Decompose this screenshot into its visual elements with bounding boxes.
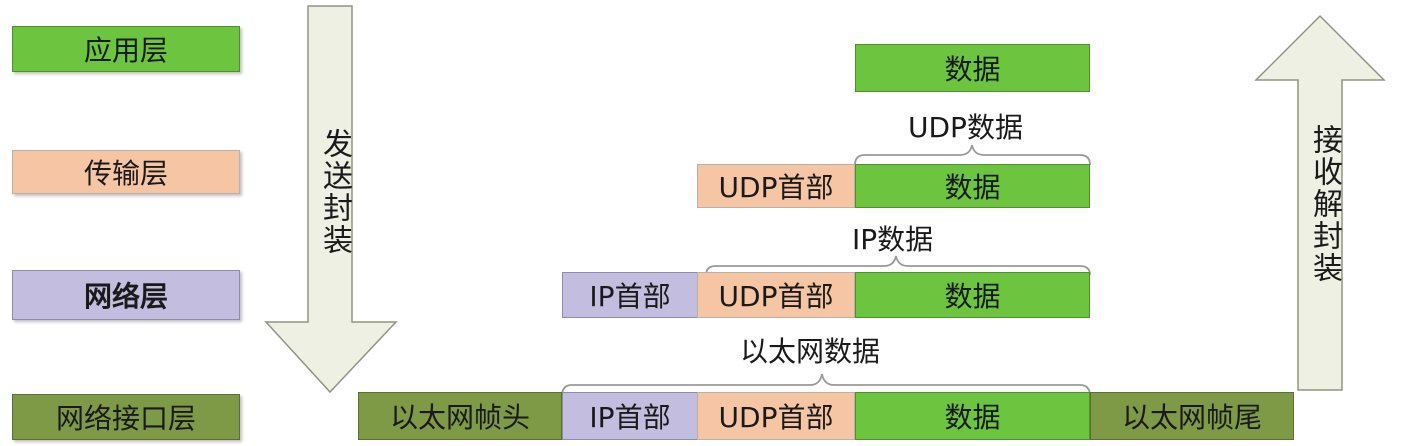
eth-data-label: 以太网数据: [740, 335, 881, 368]
link-ip-header-label: IP首部: [589, 401, 671, 434]
network-udp-header: UDP首部: [697, 272, 855, 318]
network-ip-header: IP首部: [562, 272, 698, 318]
eth-data-brace: [561, 373, 1091, 397]
ip-data-label: IP数据: [852, 223, 934, 256]
app-data-label: 数据: [944, 53, 1001, 86]
app-data-block: 数据: [855, 44, 1090, 92]
network-udp-header-label: UDP首部: [718, 280, 834, 313]
layer-network-label: 网络层: [83, 280, 168, 313]
transport-data-block: 数据: [855, 164, 1090, 208]
link-eth-trailer: 以太网帧尾: [1090, 392, 1294, 440]
layer-application-label: 应用层: [83, 34, 168, 67]
network-ip-header-label: IP首部: [589, 280, 671, 313]
receive-arrow-label: 接收解封装: [1307, 124, 1342, 284]
layer-network: 网络层: [12, 270, 240, 320]
layer-link: 网络接口层: [12, 394, 240, 440]
transport-udp-header-label: UDP首部: [718, 171, 834, 204]
layer-transport: 传输层: [12, 150, 240, 194]
transport-data-label: 数据: [944, 171, 1001, 204]
link-eth-header-label: 以太网帧头: [389, 401, 530, 434]
receive-arrow-up-icon: [1254, 14, 1386, 391]
network-data-block: 数据: [855, 272, 1090, 318]
link-udp-header-label: UDP首部: [718, 401, 834, 434]
link-ip-header: IP首部: [562, 392, 698, 440]
link-data-block: 数据: [855, 392, 1090, 440]
link-eth-header: 以太网帧头: [358, 392, 562, 440]
layer-application: 应用层: [12, 26, 240, 72]
udp-data-brace: [854, 144, 1091, 166]
link-udp-header: UDP首部: [697, 392, 855, 440]
send-arrow-label: 发送封装: [317, 128, 352, 256]
link-data-label: 数据: [944, 401, 1001, 434]
transport-udp-header: UDP首部: [697, 164, 855, 208]
network-data-label: 数据: [944, 280, 1001, 313]
layer-transport-label: 传输层: [83, 157, 168, 190]
udp-data-label: UDP数据: [908, 111, 1023, 144]
layer-link-label: 网络接口层: [55, 402, 196, 435]
send-arrow-down-icon: [264, 5, 398, 394]
link-eth-trailer-label: 以太网帧尾: [1121, 401, 1262, 434]
ip-data-brace: [705, 255, 1091, 276]
